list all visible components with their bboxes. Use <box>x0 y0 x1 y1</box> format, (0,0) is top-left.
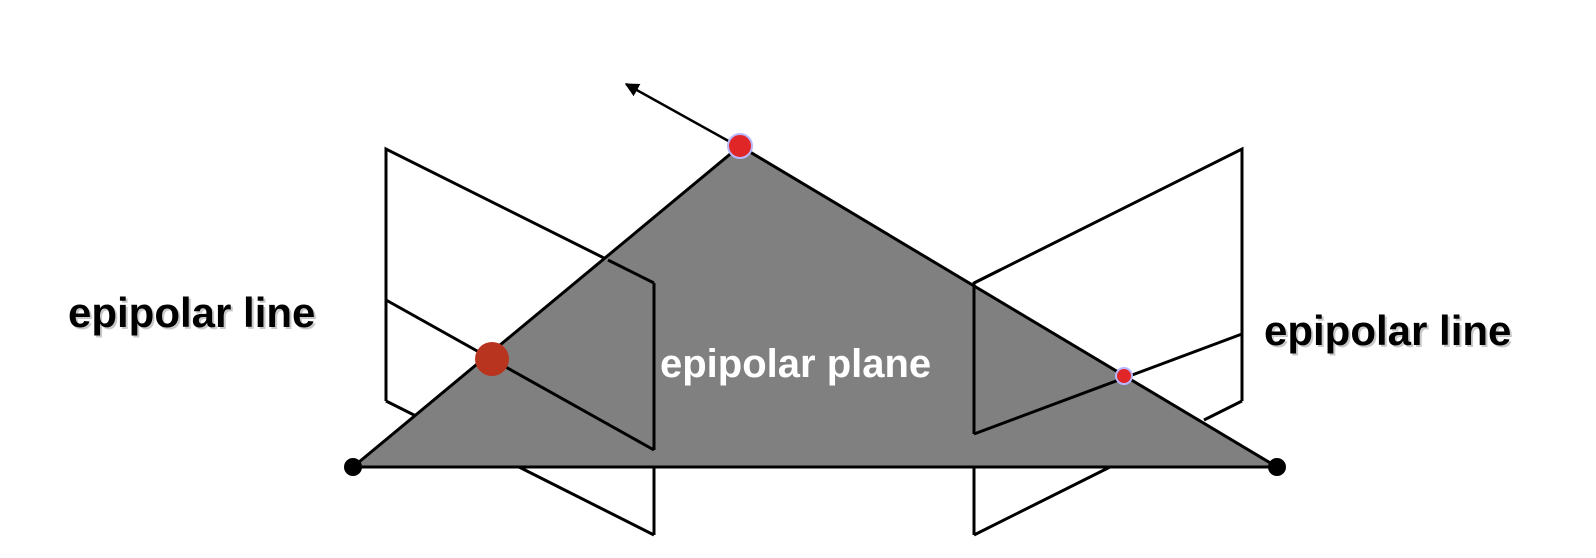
epipolar-plane-triangle <box>348 144 1283 469</box>
right-epipolar-line <box>973 332 1243 436</box>
direction-arrow <box>624 82 733 145</box>
right-epipolar-line-label: epipolar line <box>1264 307 1511 354</box>
right-image-plane-top-edge-over-plane <box>973 268 1001 285</box>
image-plane-edges-over-plane <box>607 258 1001 450</box>
epipolar-plane-label: epipolar plane <box>660 342 931 386</box>
left-camera-center <box>344 458 362 476</box>
left-epipolar-line <box>385 298 655 452</box>
right-image-point <box>1115 367 1133 385</box>
scene-point <box>727 133 753 159</box>
right-camera-center <box>1268 458 1286 476</box>
left-image-point <box>475 342 509 376</box>
left-image-plane-bottom-edge <box>518 465 655 537</box>
left-image-plane-top-edge-over-plane <box>607 258 655 285</box>
right-image-plane-lower-edge <box>1203 399 1243 422</box>
right-image-plane-bottom-edge <box>973 465 1111 537</box>
epipolar-lines <box>385 298 1243 452</box>
left-epipolar-line-label: epipolar line <box>68 289 315 336</box>
